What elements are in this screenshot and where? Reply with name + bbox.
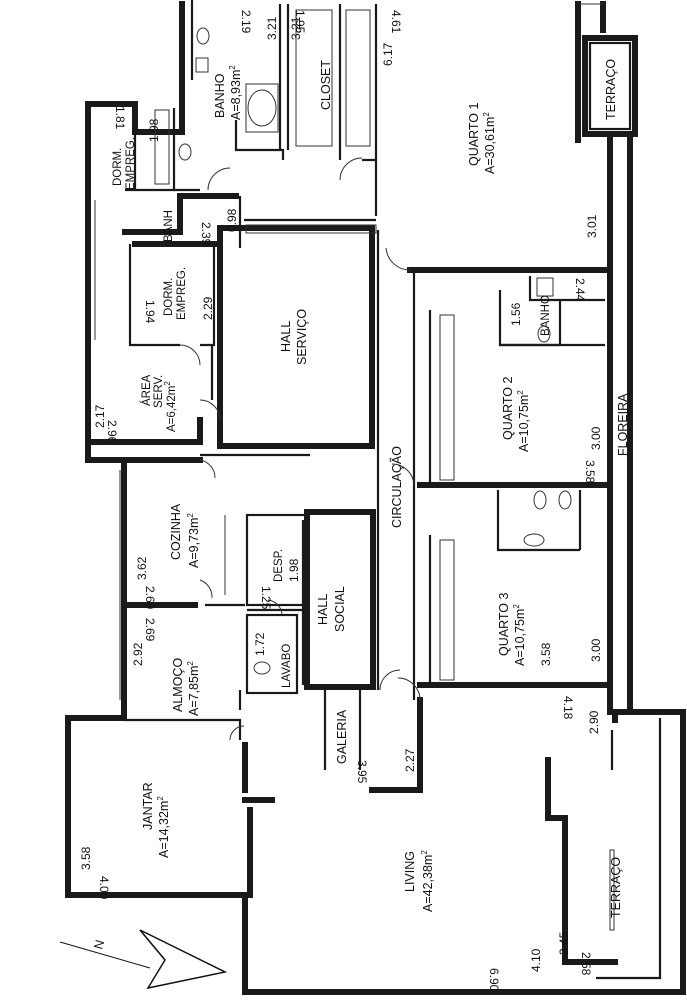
- label-terraco-bottom: TERRAÇO: [609, 857, 623, 918]
- north-arrow-icon: N: [59, 929, 228, 990]
- label-lavabo: LAVABO: [281, 644, 293, 688]
- dim: 6.17: [381, 42, 395, 66]
- label-terraco-top: TERRAÇO: [604, 59, 618, 120]
- north-label: N: [91, 938, 107, 950]
- doors: [179, 157, 421, 741]
- dim: 4.61: [389, 10, 403, 34]
- dim: 2.27: [403, 748, 417, 772]
- label-jantar: JANTAR: [141, 782, 155, 830]
- dim: 6.90: [487, 968, 501, 992]
- dim: 1.94: [143, 300, 157, 324]
- label-quarto2: QUARTO 2: [501, 377, 515, 440]
- area-almoco: A=7,85m2: [186, 661, 201, 716]
- label-area-serv-l1: ÁREA: [140, 374, 153, 406]
- dim: 2.92: [131, 642, 145, 666]
- dim: 3.21: [289, 16, 303, 40]
- label-quarto1: QUARTO 1: [467, 103, 481, 166]
- dim: 1.72: [253, 632, 267, 656]
- dim: 2.90: [587, 710, 601, 734]
- label-hall-social-l2: SOCIAL: [333, 586, 347, 632]
- label-area-serv-l2: SERV.: [153, 375, 165, 408]
- label-dorm-empreg-2-l1: DORM.: [163, 278, 175, 316]
- dim: 3.58: [79, 846, 93, 870]
- dim: 4.00: [97, 876, 111, 900]
- area-quarto1: A=30,61m2: [482, 112, 497, 174]
- dim: 3.00: [589, 638, 603, 662]
- dim: 2.96: [105, 420, 119, 444]
- room-labels: BANHO A=8,93m2 CLOSET QUARTO 1 A=30,61m2…: [112, 59, 630, 918]
- area-banho-suite: A=8,93m2: [228, 65, 243, 120]
- label-dorm-empreg-2-l2: EMPREG.: [176, 267, 188, 320]
- label-closet: CLOSET: [319, 60, 333, 110]
- dim: 4.10: [529, 948, 543, 972]
- dim: 2.69: [143, 586, 157, 610]
- area-area-serv: A=6,42m2: [163, 381, 178, 432]
- area-jantar: A=14,32m2: [156, 796, 171, 858]
- dim: 0.98: [225, 208, 239, 232]
- label-hall-social-l1: HALL: [316, 594, 330, 625]
- label-floreira: FLOREIRA: [616, 393, 630, 456]
- label-quarto3: QUARTO 3: [497, 593, 511, 656]
- dim: 2.44: [573, 278, 587, 302]
- area-quarto2: A=10,75m2: [516, 390, 531, 452]
- label-cozinha: COZINHA: [169, 503, 183, 560]
- dim: 3.58: [539, 642, 553, 666]
- outer-walls: [65, 1, 686, 995]
- dim: 3.62: [135, 556, 149, 580]
- dim: 4.18: [561, 696, 575, 720]
- dim: 3.00: [589, 426, 603, 450]
- label-desp: DESP.: [273, 549, 285, 582]
- dim: 3.45: [557, 931, 571, 955]
- dim: 3.01: [585, 214, 599, 238]
- dim: 1.81: [113, 106, 127, 130]
- label-dorm-empreg-1-l1: DORM.: [112, 148, 124, 186]
- label-banho-q2: BANHO: [540, 295, 552, 336]
- dim: 2.19: [239, 10, 253, 34]
- dim: 3.95: [355, 760, 369, 784]
- label-galeria: GALERIA: [335, 709, 349, 764]
- dim: 2.39: [199, 222, 213, 246]
- label-banho-serv: BANH: [163, 210, 175, 242]
- label-banho-suite: BANHO: [213, 73, 227, 118]
- area-cozinha: A=9,73m2: [186, 513, 201, 568]
- dim: 2.29: [201, 296, 215, 320]
- dim: 2.17: [93, 404, 107, 428]
- interior-walls: [85, 0, 608, 898]
- dim: 3.58: [583, 460, 597, 484]
- label-circulacao: CIRCULAÇÃO: [390, 446, 404, 528]
- dim: 1.25: [259, 586, 273, 610]
- label-almoco: ALMOÇO: [171, 658, 185, 712]
- label-hall-servico-l1: HALL: [279, 321, 293, 352]
- dim: 1.98: [147, 118, 161, 142]
- dim: 1.95: [293, 10, 307, 34]
- dim: 2.58: [579, 952, 593, 976]
- label-living: LIVING: [403, 851, 417, 892]
- dim: 1.98: [287, 558, 301, 582]
- terraco-top-walls: [582, 35, 638, 137]
- dim: 2.69: [143, 618, 157, 642]
- dimension-labels: 2.19 3.21 1.95 3.21 4.61 6.17 1.81 1.98 …: [79, 10, 603, 992]
- area-quarto3: A=10,75m2: [512, 604, 527, 666]
- dim: 3.21: [265, 16, 279, 40]
- area-living: A=42,38m2: [420, 850, 435, 912]
- label-hall-servico-l2: SERVIÇO: [295, 309, 309, 365]
- fixtures: [94, 3, 615, 931]
- terraco-bottom-walls: [545, 718, 662, 980]
- dim: 1.56: [509, 302, 523, 326]
- label-dorm-empreg-1-l2: EMPREG.: [125, 137, 137, 190]
